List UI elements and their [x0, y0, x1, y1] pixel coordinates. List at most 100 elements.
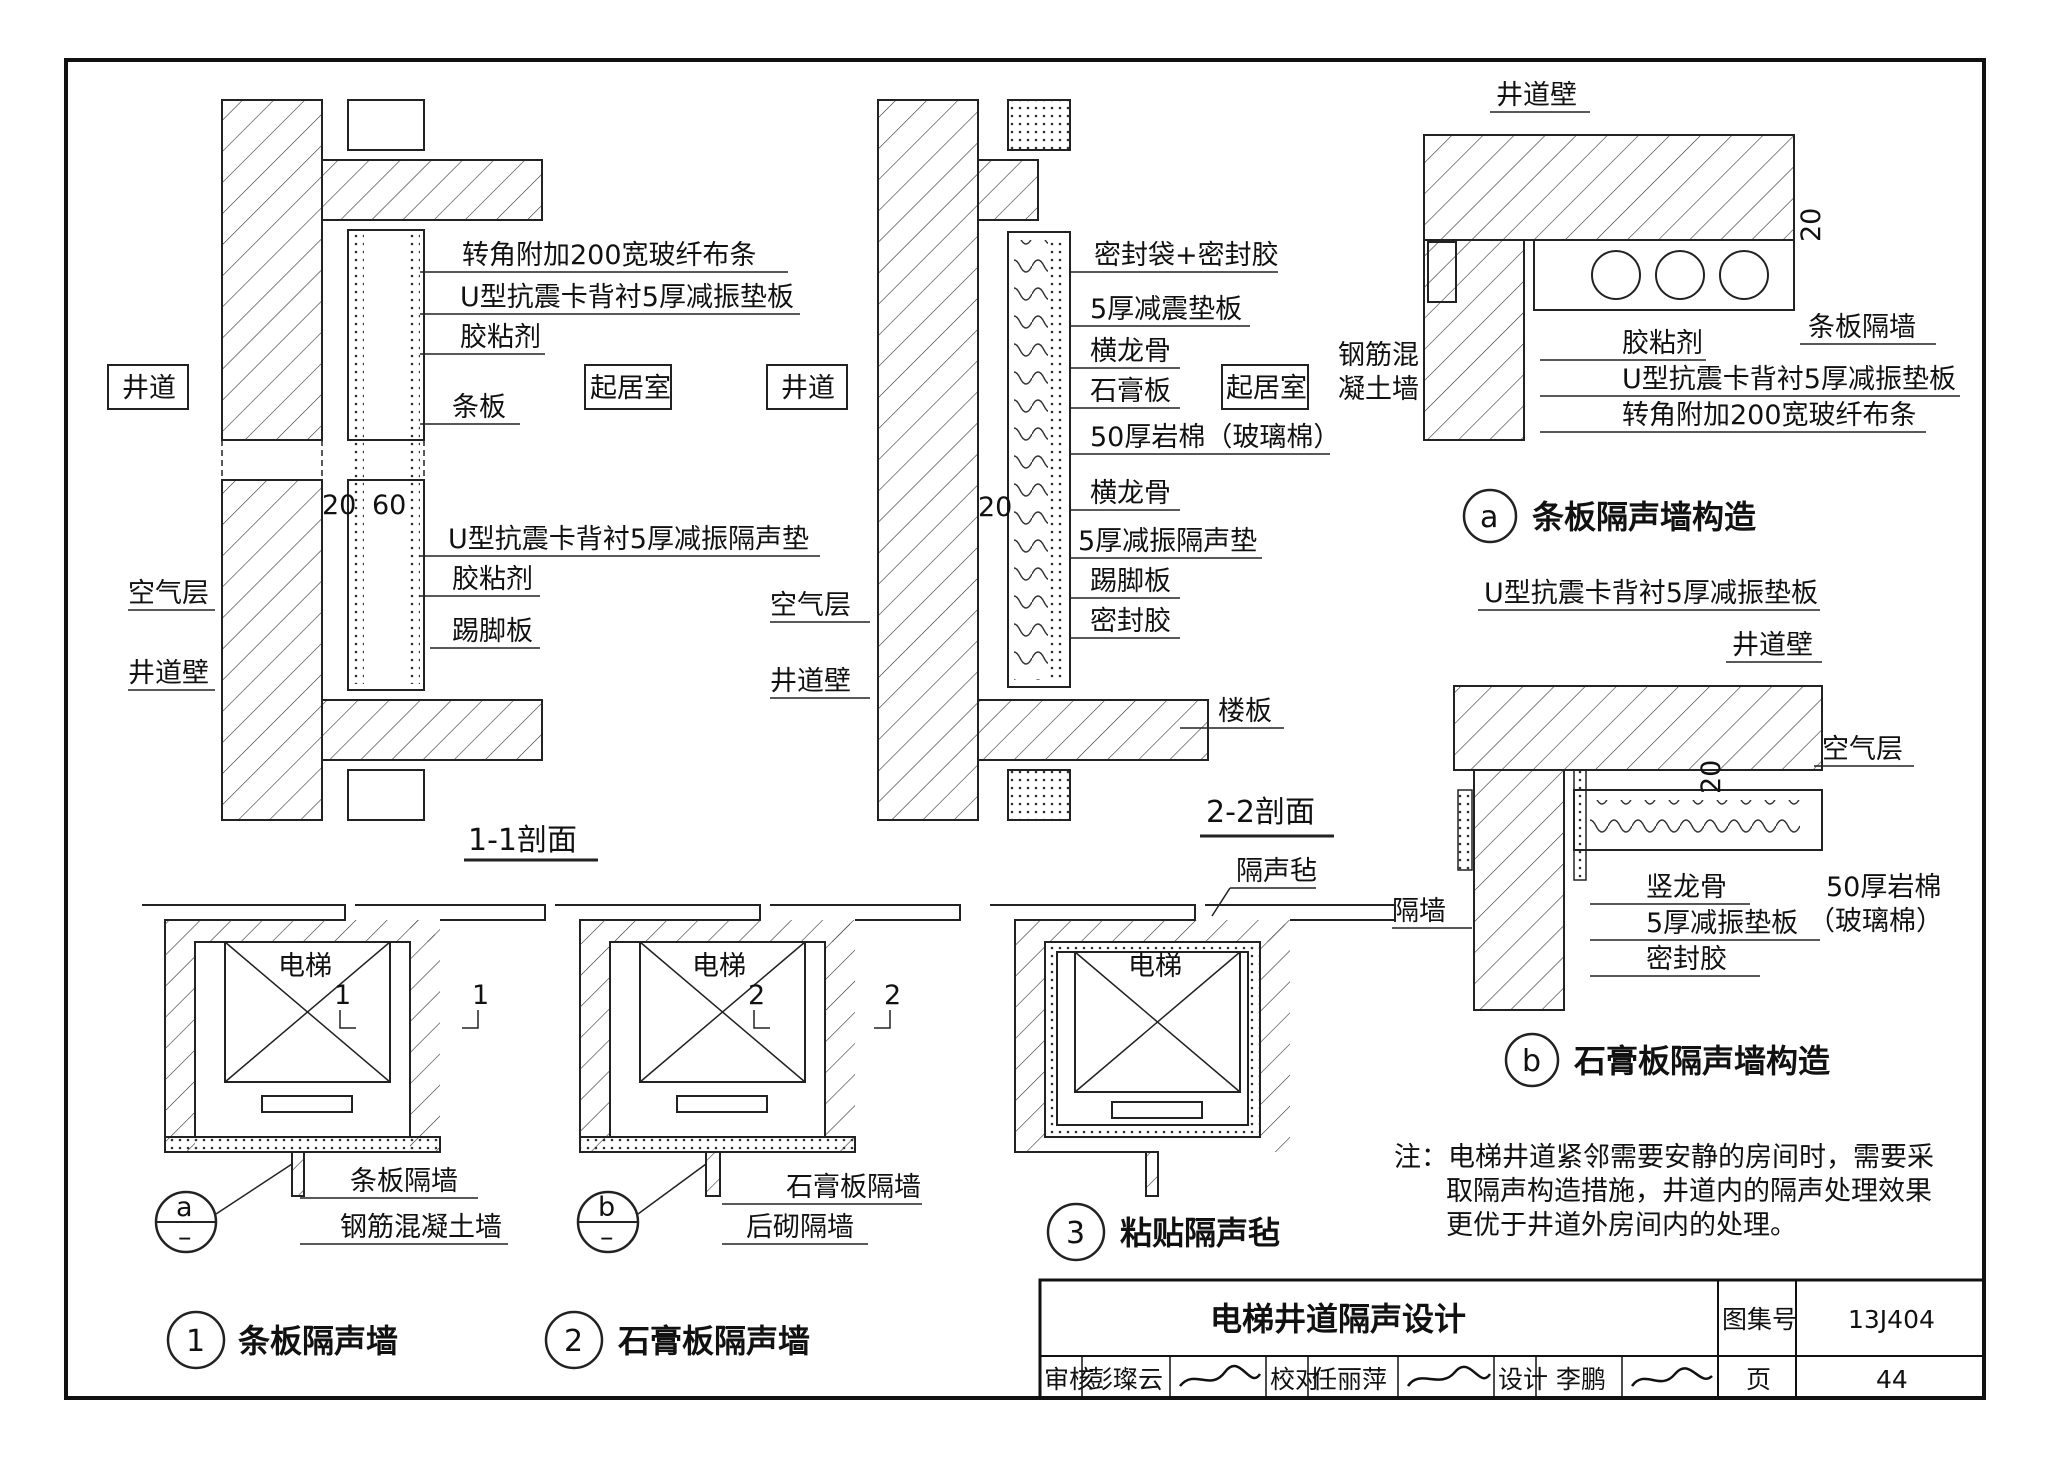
note-line-1: 注：电梯井道紧邻需要安静的房间时，需要采: [1394, 1142, 1934, 1173]
label-felt-p3: 隔声毡: [1236, 856, 1317, 887]
label-gypsum-p2: 石膏板隔墙: [786, 1172, 921, 1203]
label-corner-1: 转角附加200宽玻纤布条: [462, 240, 757, 271]
label-kick-1: 踢脚板: [452, 616, 533, 647]
title-plan-3: 粘贴隔声毡: [1120, 1214, 1280, 1252]
label-seal-2: 密封胶: [1090, 606, 1171, 637]
plan-1: [142, 904, 546, 1197]
label-sec-1-outer: 1: [472, 980, 489, 1011]
label-elevator-2: 电梯: [692, 951, 746, 982]
label-wool-b-1: 50厚岩棉: [1826, 872, 1941, 903]
page-label: 页: [1746, 1365, 1771, 1394]
title-block: 电梯井道隔声设计 图集号 13J404 审核 彭璨云 校对 任丽萍 设计 李鹏 …: [1038, 1278, 1986, 1400]
label-rc-a-2: 凝土墙: [1338, 374, 1419, 405]
design-label: 设计: [1498, 1365, 1548, 1394]
label-damp-2: 5厚减震垫板: [1090, 294, 1242, 325]
ref-bot-p1: –: [178, 1222, 192, 1253]
section-2-2: [877, 99, 1209, 821]
label-glue-1: 胶粘剂: [460, 322, 541, 353]
plan-2: [555, 904, 961, 1197]
ref-top-p2: b: [598, 1192, 615, 1223]
label-keel-2b: 横龙骨: [1090, 478, 1171, 509]
checker-signature: [1406, 1365, 1492, 1387]
designer-name: 李鹏: [1556, 1365, 1606, 1394]
note-line-2: 取隔声构造措施，井道内的隔声处理效果: [1446, 1176, 1932, 1207]
label-u-clip-b: U型抗震卡背衬5厚减振垫板: [1484, 578, 1818, 609]
label-stud-b: 竖龙骨: [1646, 872, 1727, 903]
dim-60-1: 60: [372, 490, 406, 521]
plan-3: [990, 904, 1396, 1197]
label-sec-2-inner: 2: [748, 980, 765, 1011]
page-number: 44: [1876, 1365, 1908, 1394]
label-rc-p1: 钢筋混凝土墙: [340, 1212, 502, 1243]
label-gypsum-2: 石膏板: [1090, 376, 1171, 407]
title-plan-1: 条板隔声墙: [238, 1322, 398, 1360]
label-slab-2: 楼板: [1218, 696, 1272, 727]
atlas-label: 图集号: [1722, 1305, 1797, 1334]
section-1-1-labels: 井道 起居室 转角附加200宽玻纤布条 U型抗震卡背衬5厚减振垫板 胶粘剂 条板…: [107, 240, 820, 862]
label-damp-b: 5厚减振垫板: [1646, 908, 1798, 939]
plan-3-labels: 电梯 隔声毡 3 粘贴隔声毡: [1046, 856, 1317, 1262]
label-glue-2: 胶粘剂: [452, 564, 533, 595]
title-section-1-1: 1-1剖面: [468, 823, 577, 858]
label-corner-a: 转角附加200宽玻纤布条: [1622, 400, 1917, 431]
dim-20-a: 20: [1796, 208, 1827, 242]
label-room-1: 起居室: [590, 373, 671, 404]
label-strip-1: 条板: [452, 392, 506, 423]
label-wool-2: 50厚岩棉（玻璃棉）: [1090, 422, 1340, 453]
label-shaft-1: 井道: [122, 373, 176, 404]
detail-a-labels: 井道壁 20 钢筋混 凝土墙 条板隔墙 胶粘剂 U型抗震卡背衬5厚减振垫板 转角…: [1338, 80, 1960, 544]
section-2-2-labels: 井道 起居室 密封袋+密封胶 5厚减震垫板 横龙骨 石膏板 50厚岩棉（玻璃棉）…: [766, 240, 1340, 838]
ref-top-p1: a: [176, 1192, 193, 1223]
plan-1-marker: [166, 1310, 226, 1370]
reviewer-signature: [1179, 1364, 1262, 1387]
label-elevator-1: 电梯: [278, 951, 332, 982]
plan-2-marker: [544, 1310, 604, 1370]
detail-b-mark: b: [1522, 1044, 1541, 1079]
label-elevator-3: 电梯: [1128, 951, 1182, 982]
label-u-clip-2: U型抗震卡背衬5厚减振隔声垫: [448, 524, 809, 555]
detail-a-mark: a: [1480, 500, 1498, 535]
label-partition-b: 隔墙: [1392, 896, 1446, 927]
note: 注：电梯井道紧邻需要安静的房间时，需要采 取隔声构造措施，井道内的隔声处理效果 …: [1394, 1142, 1934, 1241]
reviewer-name: 彭璨云: [1088, 1365, 1163, 1394]
dim-20-b: 20: [1696, 760, 1727, 794]
label-air-b: 空气层: [1822, 734, 1903, 765]
label-wall-2: 井道壁: [770, 666, 851, 697]
detail-a-marker: [1462, 488, 1518, 544]
plan-3-num: 3: [1066, 1216, 1085, 1251]
title-plan-2: 石膏板隔声墙: [617, 1322, 810, 1360]
label-pad-2: 5厚减振隔声垫: [1078, 526, 1257, 557]
dim-20-2: 20: [978, 492, 1012, 523]
review-label: 审核: [1044, 1365, 1094, 1394]
label-air-1: 空气层: [128, 578, 209, 609]
label-shaft-2: 井道: [781, 373, 835, 404]
check-label: 校对: [1270, 1365, 1320, 1394]
plan-1-num: 1: [186, 1324, 205, 1359]
label-wall-a: 井道壁: [1496, 80, 1577, 111]
plan-3-marker: [1046, 1202, 1106, 1262]
label-air-2: 空气层: [770, 590, 851, 621]
label-room-2: 起居室: [1226, 373, 1307, 404]
label-keel-2: 横龙骨: [1090, 336, 1171, 367]
section-1-1: [221, 99, 543, 821]
detail-b-labels: U型抗震卡背衬5厚减振垫板 井道壁 空气层 20 隔墙 竖龙骨 50厚岩棉 （玻…: [1392, 578, 1943, 1088]
detail-b: [1453, 685, 1823, 1011]
label-u-clip-a: U型抗震卡背衬5厚减振垫板: [1622, 364, 1956, 395]
plan-1-labels: 电梯 1 1 条板隔墙 钢筋混凝土墙 a – 1 条板隔声墙: [154, 951, 508, 1370]
label-wall-1: 井道壁: [128, 658, 209, 689]
label-seal-b: 密封胶: [1646, 944, 1727, 975]
label-seal-bag: 密封袋+密封胶: [1094, 240, 1279, 271]
label-post-p2: 后砌隔墙: [746, 1212, 854, 1243]
label-strip-a: 条板隔墙: [1808, 312, 1916, 343]
label-wool-b-2: （玻璃棉）: [1808, 906, 1943, 937]
sheet-border: [64, 58, 1986, 1400]
title-detail-b: 石膏板隔声墙构造: [1573, 1042, 1830, 1080]
plan-2-num: 2: [564, 1324, 583, 1359]
label-sec-2-outer: 2: [884, 980, 901, 1011]
label-glue-a: 胶粘剂: [1622, 328, 1703, 359]
label-rc-a-1: 钢筋混: [1338, 340, 1419, 371]
detail-a: [1423, 134, 1795, 441]
dim-20-1: 20: [322, 490, 356, 521]
label-kick-2: 踢脚板: [1090, 566, 1171, 597]
